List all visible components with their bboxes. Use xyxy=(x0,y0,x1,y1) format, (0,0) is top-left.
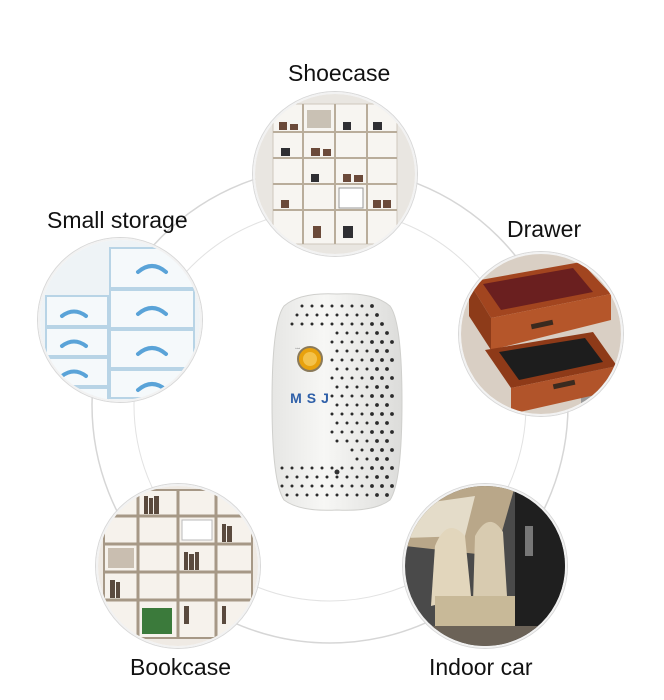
vent-holes xyxy=(280,304,394,497)
label-small-storage: Small storage xyxy=(47,207,188,233)
indoor-car-photo xyxy=(403,484,567,648)
label-shoecase: Shoecase xyxy=(288,60,391,86)
drawer-photo xyxy=(459,252,623,416)
brand-label: MSJ xyxy=(290,390,334,406)
label-indoor-car: Indoor car xyxy=(429,654,533,680)
dehumidifier-device: ◦◦◦ MSJ xyxy=(270,292,404,512)
bookcase-photo xyxy=(96,484,260,648)
small-storage-photo xyxy=(38,238,202,402)
shoecase-photo xyxy=(253,92,417,256)
label-bookcase: Bookcase xyxy=(130,654,232,680)
svg-text:◦◦◦: ◦◦◦ xyxy=(295,346,301,352)
label-drawer: Drawer xyxy=(507,216,582,242)
